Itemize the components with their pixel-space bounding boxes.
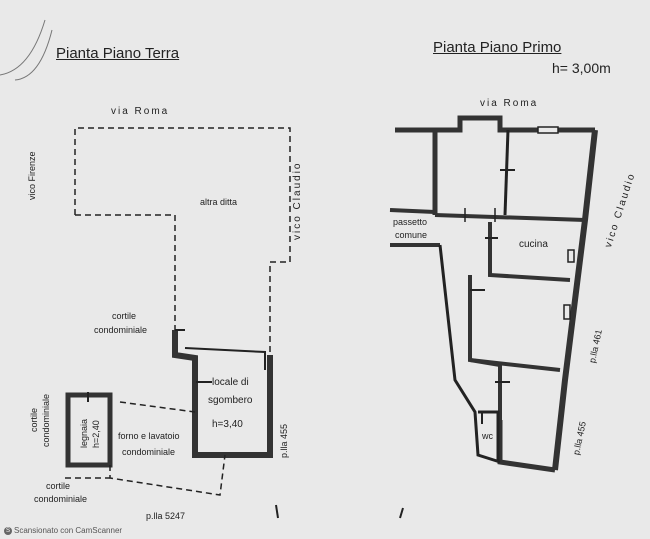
middle-window (563, 304, 571, 320)
oven-line2: condominiale (122, 447, 176, 457)
other-property-outline (74, 127, 291, 355)
inner-wall-top (503, 129, 510, 216)
ground-street-right: vico Claudio (292, 161, 303, 240)
storage-line1: locale di (212, 377, 249, 388)
ground-floor-title: Pianta Piano Terra (56, 45, 180, 62)
ground-floor-plan (65, 127, 291, 519)
scanner-note-text: Scansionato con CamScanner (14, 526, 123, 535)
woodshed-line1: legnaia (79, 418, 89, 448)
passage-line1: passetto (393, 217, 428, 227)
storage-room-inner (184, 347, 266, 370)
kitchen-label: cucina (519, 239, 548, 250)
east-wall (552, 129, 598, 471)
bottom-marker-2 (399, 507, 404, 519)
storage-height: h=3,40 (212, 419, 243, 430)
storage-line2: sgombero (208, 395, 253, 406)
woodshed-line2: h=2,40 (91, 420, 101, 448)
courtyard-dashed-line (75, 214, 176, 330)
ground-parcel-bottom: p.lla 5247 (146, 511, 186, 521)
courtyard-3-line2: condominiale (34, 494, 88, 504)
first-floor-title: Pianta Piano Primo (433, 39, 562, 56)
first-floor-height: h= 3,00m (552, 60, 611, 76)
ground-parcel-right: p.lla 455 (279, 423, 289, 458)
north-wall (395, 115, 595, 133)
ground-street-top: via Roma (111, 106, 170, 117)
wc-label: wc (482, 431, 493, 441)
door-tick-1 (464, 208, 496, 222)
first-street-top: via Roma (480, 98, 539, 109)
other-property-label: altra ditta (200, 197, 238, 207)
kitchen-window (567, 249, 575, 263)
lower-room-walls (469, 358, 502, 420)
storage-room-walls (172, 330, 273, 458)
woodshed-walls (65, 392, 113, 468)
corridor-wall (434, 213, 586, 222)
stamp-mark (0, 19, 53, 81)
courtyard-1-line1: cortile (112, 311, 137, 321)
passage-line2: comune (395, 230, 428, 240)
courtyard-1-line2: condominiale (94, 325, 148, 335)
first-floor-plan (389, 115, 598, 519)
common-passage-walls (389, 208, 440, 247)
oven-washhouse-outline (109, 401, 226, 496)
stair-wall (438, 244, 501, 464)
bottom-marker (275, 504, 279, 519)
courtyard-2-line2: condominiale (41, 393, 51, 447)
ground-street-left: vico Firenze (27, 151, 37, 200)
kitchen-walls (488, 222, 571, 282)
courtyard-3-line1: cortile (46, 481, 71, 491)
south-wall (497, 420, 556, 473)
north-window (537, 126, 559, 134)
camscanner-icon: S (4, 526, 12, 535)
wc-walls (478, 410, 500, 460)
oven-line1: forno e lavatoio (118, 431, 180, 441)
courtyard-2-line1: cortile (29, 407, 39, 432)
